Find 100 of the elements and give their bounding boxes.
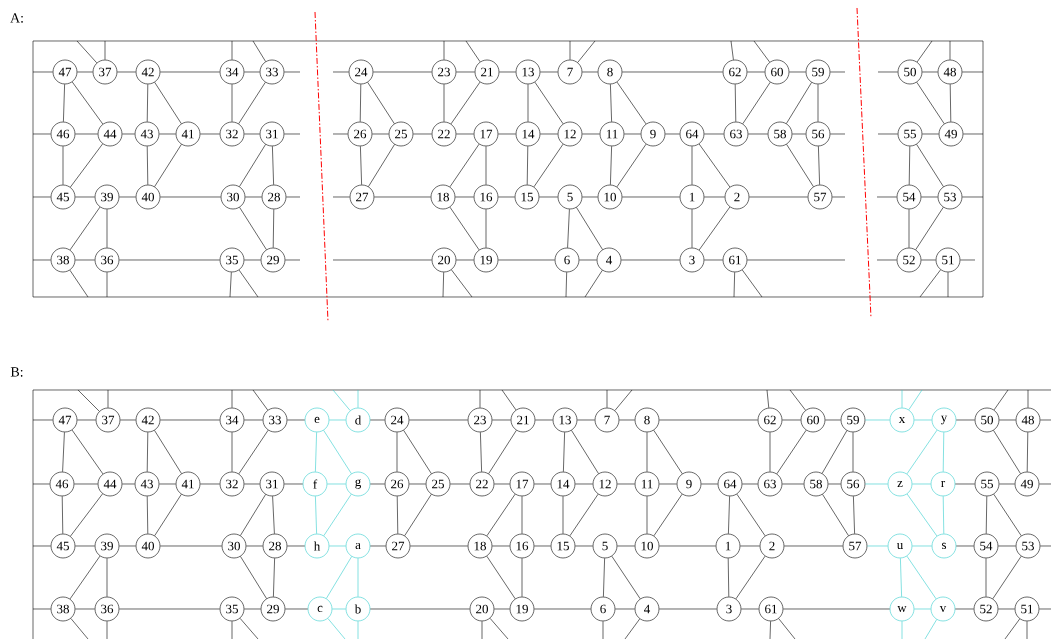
connector-line [332,71,349,73]
connector-line [455,196,474,198]
connector-line [575,483,593,485]
connector-line [146,146,149,185]
connector-line [727,558,730,597]
connector-line [285,259,301,261]
connector-line [602,621,604,639]
connector-line [315,432,317,472]
connector-line [327,483,346,485]
connector-line [442,272,444,298]
connector-line [956,545,974,547]
connector-line [867,545,888,547]
connector-line [922,133,939,135]
connector-line [32,608,51,610]
connector-line [621,259,680,261]
connector-line [154,144,182,187]
connector-line [924,619,937,639]
connector-line [606,389,608,408]
connector-line [985,558,987,597]
connector-line [786,144,814,187]
connector-line [906,493,938,537]
connector-line [619,419,635,421]
connector-line [1040,545,1051,547]
connector-line [245,196,262,198]
connector-line [106,209,108,248]
connector-line [949,84,952,122]
connector-line [70,493,103,537]
connector-line [284,71,301,73]
connector-line [901,389,903,408]
connector-line [582,196,598,198]
connector-line [200,483,220,485]
connector-line [104,40,106,60]
connector-line [691,209,693,248]
connector-line [778,618,796,639]
connector-line [728,496,730,534]
connector-line [272,209,275,248]
connector-line [908,389,923,411]
connector-line [921,196,938,198]
connector-line [659,608,717,610]
connector-line [489,618,509,639]
connector-line [865,419,890,421]
connector-line [906,429,938,475]
connector-line [565,272,567,298]
connector-line [646,432,648,472]
connector-line [985,496,988,534]
connector-line [404,494,432,536]
connector-line [239,144,266,187]
connector-line [908,146,911,185]
connector-line [704,259,723,261]
connector-line [582,133,600,135]
connector-line [122,483,135,485]
connector-line [32,196,51,198]
connector-line [540,133,558,135]
connector-line [332,608,346,610]
connector-line [485,146,487,185]
connector-line [999,483,1015,485]
connector-line [357,621,359,639]
connector-line [748,133,768,135]
connector-line [450,81,481,125]
connector-line [240,556,267,599]
connector-line [69,269,89,298]
connector-line [244,419,263,421]
connector-line [244,483,260,485]
connector-line [75,608,95,610]
connector-line [69,206,101,251]
connector-line [231,40,233,60]
connector-line [238,269,259,298]
connector-line [396,496,399,534]
connector-line [769,432,771,472]
connector-line [456,71,475,73]
connector-line [616,143,647,188]
connector-line [231,84,233,122]
connector-line [527,84,529,122]
connector-line [409,419,468,421]
connector-line [916,81,945,125]
connector-line [481,621,483,639]
connector-line [782,483,804,485]
connector-line [865,483,888,485]
connector-line [740,545,760,547]
connector-line [403,430,432,474]
connector-line [231,432,233,472]
connector-line [146,432,149,472]
connector-line [733,272,735,298]
connector-line [32,483,50,485]
connector-line [285,608,308,610]
connector-line [367,82,395,124]
connector-line [75,545,95,547]
connector-line [70,618,89,639]
connector-line [999,419,1016,421]
connector-line [480,432,482,472]
connector-line [947,272,949,298]
connector-line [577,40,596,63]
connector-line [521,558,523,597]
connector-line [252,389,269,411]
connector-line [569,40,571,60]
connector-line [373,71,432,73]
connector-line [332,259,432,261]
connector-line [374,196,431,198]
connector-line [691,146,693,185]
connector-line [624,133,641,135]
